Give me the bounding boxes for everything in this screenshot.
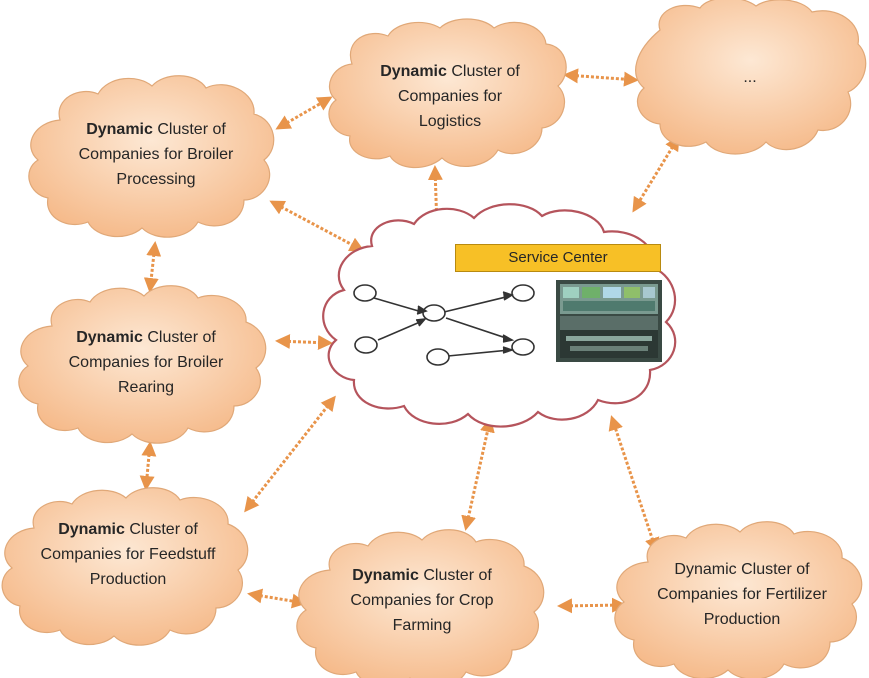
- cluster-label-line1: Cluster of: [124, 521, 198, 538]
- cluster-label-line1: Cluster of: [152, 121, 226, 138]
- cluster-label-line1: Cluster of: [446, 63, 520, 80]
- cluster-label-line3: Production: [703, 610, 781, 628]
- arrow-crop-fertilizer: [557, 597, 627, 614]
- cloud-fertilizer: [614, 521, 863, 678]
- cluster-label-line2: Companies for Broiler: [68, 353, 224, 371]
- cloud-broiler-rearing: [18, 285, 267, 444]
- arrow-feedstuff-crop: [247, 588, 307, 609]
- cluster-label-line1: Cluster of: [142, 329, 216, 346]
- cluster-broiler-processing-label: Dynamic Cluster of Companies for Broiler…: [52, 118, 260, 192]
- cluster-label-line3: Farming: [392, 616, 452, 634]
- cluster-label-line3: Logistics: [418, 112, 482, 130]
- cluster-label-bold: Dynamic: [58, 521, 125, 538]
- cluster-label-bold: Dynamic: [352, 567, 419, 584]
- cluster-label-line2: Companies for Crop: [350, 591, 494, 609]
- cluster-label-line1: Dynamic Cluster of: [674, 561, 810, 578]
- cluster-broiler-rearing-label: Dynamic Cluster of Companies for Broiler…: [42, 326, 250, 400]
- cluster-label-line3: Rearing: [117, 378, 175, 396]
- cluster-label-line2: Companies for Fertilizer: [657, 585, 827, 603]
- cluster-feedstuff-label: Dynamic Cluster of Companies for Feedstu…: [20, 518, 236, 592]
- arrow-processing-rearing: [143, 241, 162, 293]
- arrow-logistics-ellipsis: [563, 68, 639, 87]
- cluster-fertilizer-label: Dynamic Cluster of Companies for Fertili…: [636, 558, 848, 632]
- cluster-crop-farming-label: Dynamic Cluster of Companies for Crop Fa…: [322, 564, 522, 638]
- arrow-feedstuff-center: [244, 395, 336, 513]
- cluster-label-bold: Dynamic: [76, 329, 143, 346]
- cluster-label-line3: Processing: [116, 170, 196, 188]
- arrow-rearing-feedstuff: [139, 441, 157, 491]
- cluster-label-line2: Companies for Broiler: [78, 145, 234, 163]
- cluster-label-line2: Companies for: [397, 87, 503, 105]
- arrow-rearing-center: [275, 333, 333, 351]
- cluster-label-bold: Dynamic: [86, 121, 153, 138]
- service-center-label: Service Center: [455, 244, 661, 272]
- cloud-crop-farming: [296, 529, 545, 678]
- cluster-label-bold: Dynamic: [380, 63, 447, 80]
- cloud-feedstuff: [1, 487, 249, 646]
- cloud-logistics: [328, 18, 567, 169]
- arrow-ellipsis-center: [632, 135, 680, 213]
- cloud-broiler-processing: [28, 75, 275, 238]
- cluster-label-line3: Production: [89, 570, 167, 588]
- process-graph-icon: [353, 284, 535, 366]
- control-room-photo: [556, 280, 662, 362]
- cloud-ellipsis: [635, 0, 867, 155]
- ellipsis-text: ...: [743, 69, 757, 86]
- arrow-processing-center: [269, 200, 365, 252]
- arrow-crop-center: [461, 417, 495, 531]
- cluster-ellipsis-label: ...: [700, 66, 800, 91]
- arrow-fertilizer-center: [608, 415, 660, 553]
- cluster-logistics-label: Dynamic Cluster of Companies for Logisti…: [352, 60, 548, 134]
- cluster-label-line1: Cluster of: [418, 567, 492, 584]
- arrow-processing-logistics: [275, 96, 333, 130]
- connector-arrows: [139, 68, 680, 614]
- cluster-label-line2: Companies for Feedstuff: [40, 545, 216, 563]
